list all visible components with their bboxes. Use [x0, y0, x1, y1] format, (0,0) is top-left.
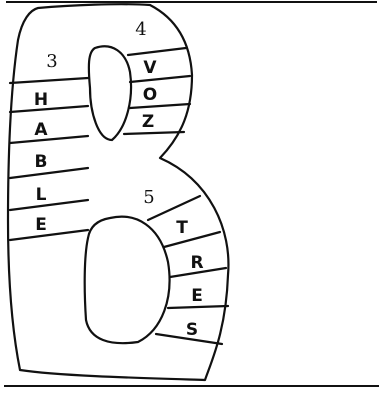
- clue-3-letter-5: E: [35, 215, 47, 235]
- clue-5-letter-2: R: [190, 253, 203, 273]
- clue-3-letter-3: B: [35, 152, 48, 172]
- clue-5-letter-1: T: [176, 218, 188, 238]
- lower-counter: [85, 217, 170, 344]
- clue-3-cells: [10, 78, 88, 240]
- clue-number-4: 4: [135, 19, 146, 40]
- clue-number-3: 3: [46, 51, 57, 72]
- clue-3-letter-4: L: [36, 185, 47, 205]
- clue-3-letter-2: A: [34, 120, 48, 140]
- clue-5-letter-4: S: [186, 320, 198, 340]
- clue-3-letter-1: H: [34, 90, 48, 110]
- clue-4-letter-1: V: [143, 58, 157, 78]
- clue-number-5: 5: [143, 187, 154, 208]
- upper-counter: [89, 46, 131, 140]
- clue-4-letter-2: O: [143, 85, 157, 105]
- clue-4-letter-3: Z: [142, 112, 154, 132]
- clue-5-letter-3: E: [191, 286, 203, 306]
